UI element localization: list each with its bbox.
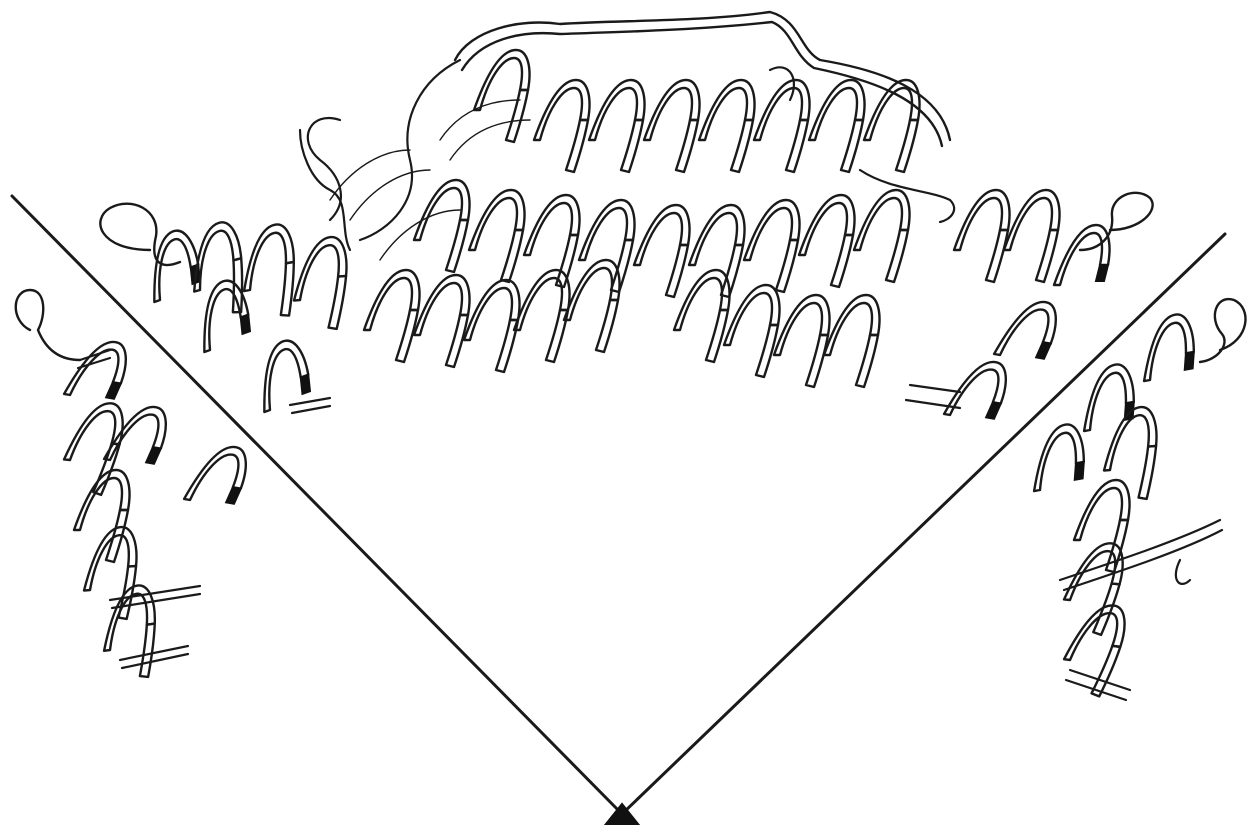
central-helix-bundle — [300, 12, 954, 387]
right-arm-helix — [906, 190, 1153, 424]
left-hinge-helix — [16, 290, 249, 683]
right-hinge-helix — [1024, 299, 1246, 700]
apex-triangle — [606, 804, 638, 824]
left-arm-helix — [100, 204, 352, 413]
